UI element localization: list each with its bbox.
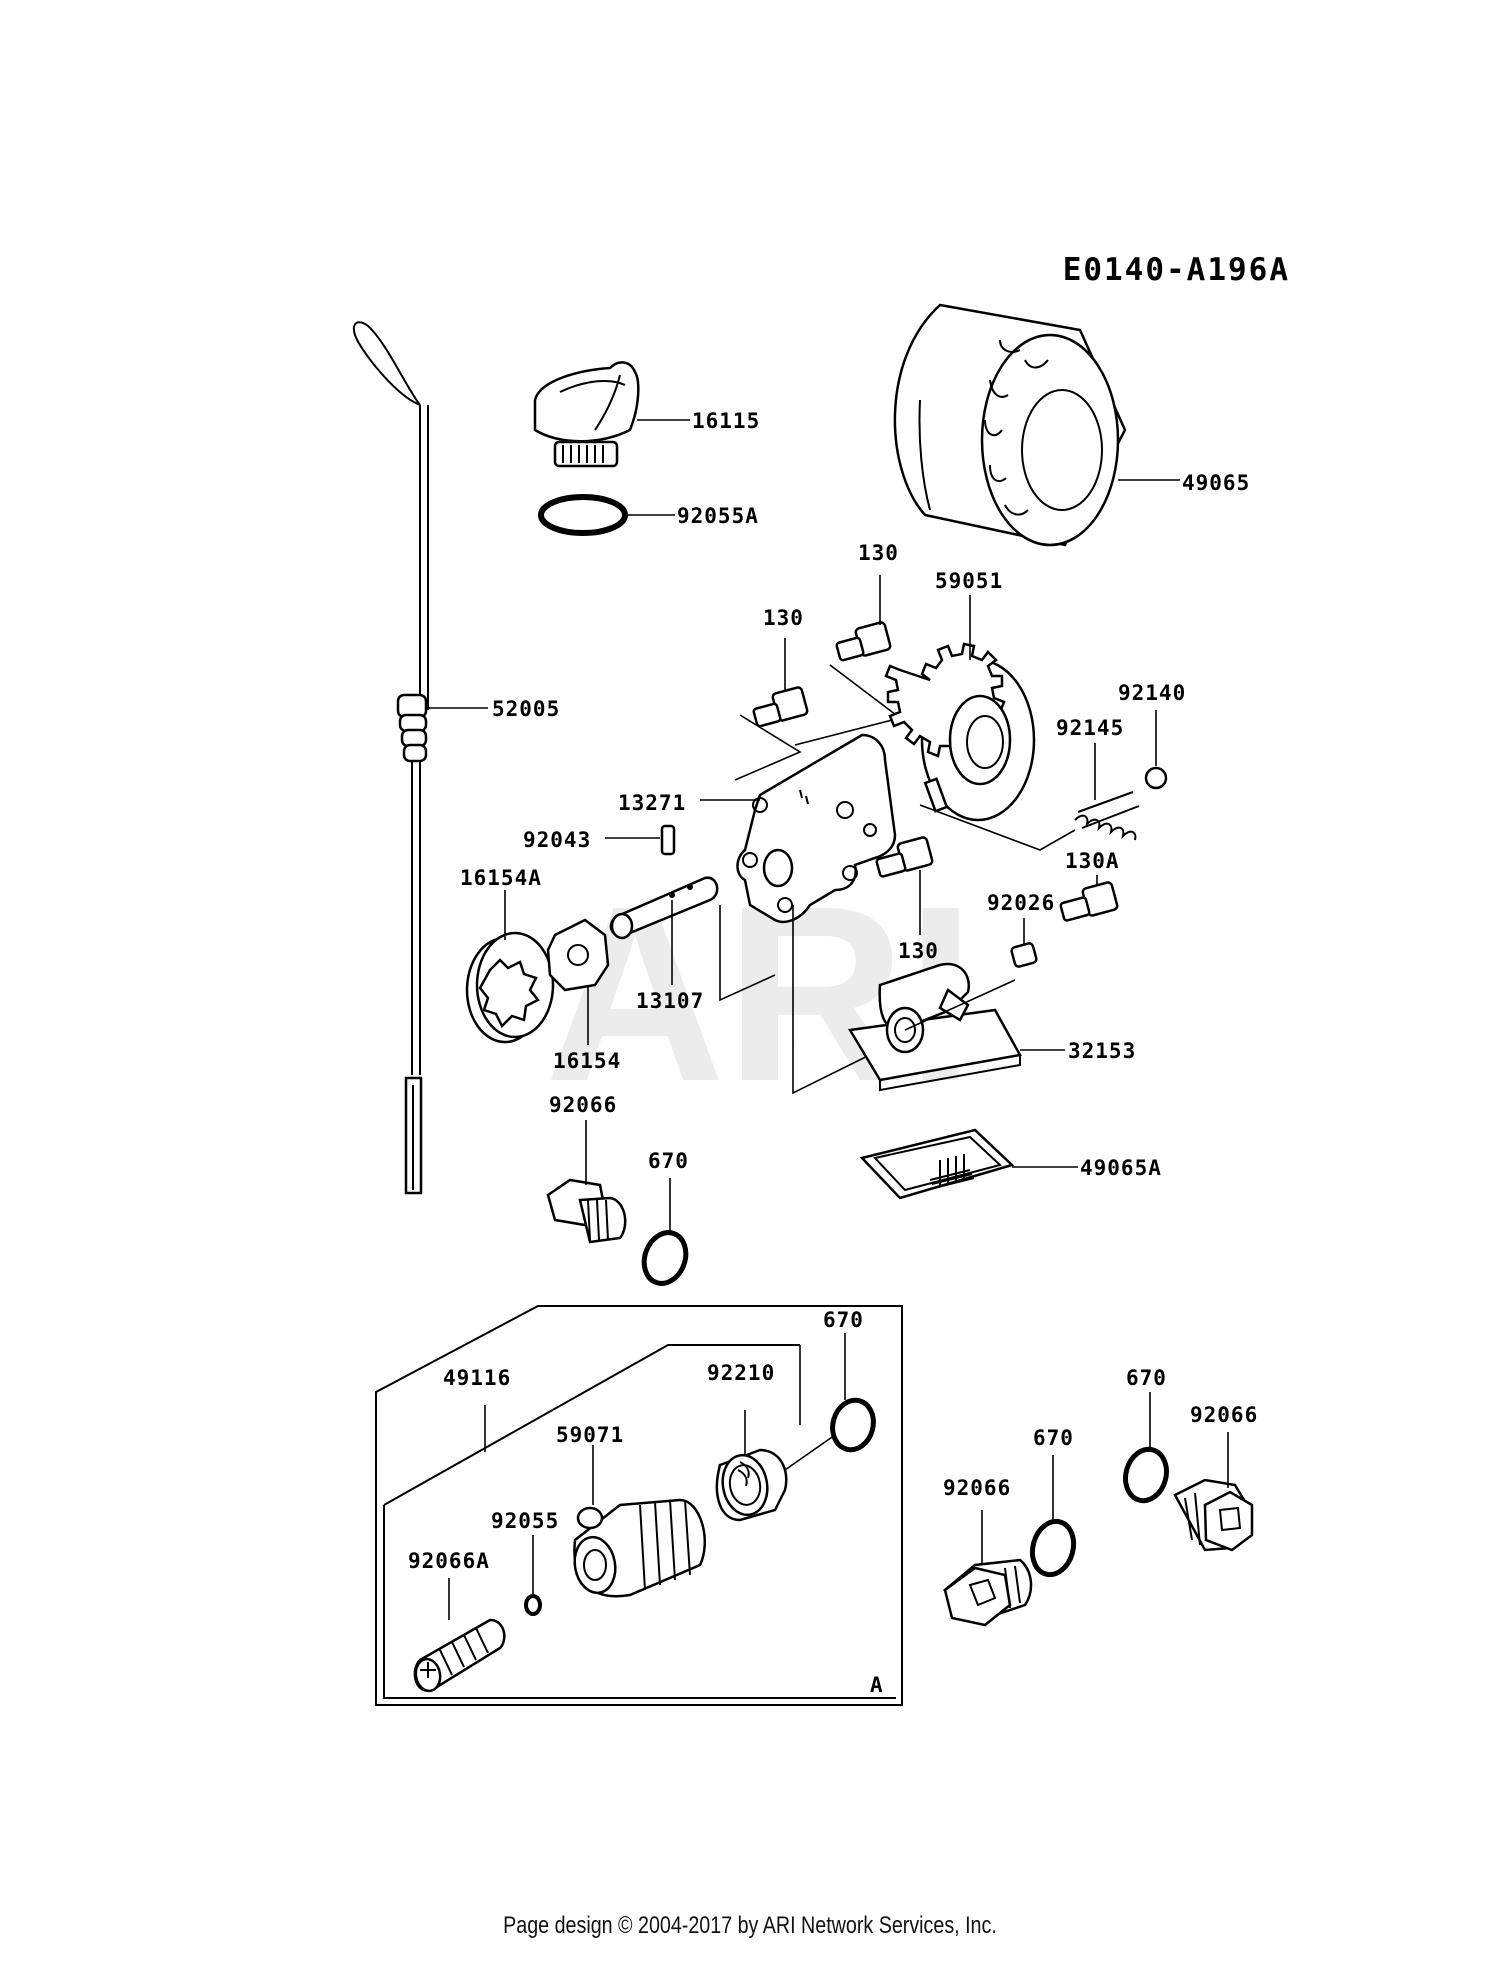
page-footer: Page design © 2004-2017 by ARI Network S… (503, 1912, 997, 1939)
label-13107: 13107 (636, 989, 704, 1013)
label-670-frame: 670 (823, 1308, 864, 1332)
label-16154A: 16154A (460, 866, 542, 890)
o-ring-670-lower-right[interactable] (1120, 1445, 1172, 1506)
assembly-frame-A: A (375, 1305, 903, 1706)
label-92145: 92145 (1056, 716, 1124, 740)
o-ring-670-upper[interactable] (637, 1227, 692, 1290)
label-49116: 49116 (443, 1366, 511, 1390)
bolt-130A[interactable] (1059, 881, 1119, 922)
label-16115: 16115 (692, 409, 760, 433)
bolt-130-top[interactable] (835, 621, 892, 662)
label-32153: 32153 (1068, 1039, 1136, 1063)
outer-rotor-16154A[interactable] (465, 931, 555, 1044)
gear-59051[interactable] (884, 642, 1036, 822)
label-52005: 52005 (492, 697, 560, 721)
label-92066-lower-right: 92066 (1190, 1403, 1258, 1427)
strainer-49065A[interactable] (859, 1128, 1015, 1200)
oil-filler-cap-16115[interactable] (533, 361, 640, 468)
pump-cover-13271[interactable] (736, 733, 897, 924)
adapter-59071[interactable] (570, 1498, 707, 1598)
dipstick-52005[interactable] (352, 321, 429, 1195)
label-670-lower-left: 670 (1033, 1426, 1074, 1450)
drain-plug-92066-lower-left[interactable] (942, 1558, 1033, 1627)
label-92210: 92210 (707, 1361, 775, 1385)
label-92066A: 92066A (408, 1549, 490, 1573)
ball-92140[interactable] (1144, 766, 1168, 790)
label-92043: 92043 (523, 828, 591, 852)
label-92066-upper: 92066 (549, 1093, 617, 1117)
o-ring-670-frame[interactable] (827, 1396, 879, 1455)
o-ring-670-lower-left[interactable] (1027, 1517, 1080, 1580)
collar-92026[interactable] (1010, 942, 1038, 968)
drain-plug-92066-lower-right[interactable] (1173, 1478, 1254, 1552)
label-59071: 59071 (556, 1423, 624, 1447)
bolt-130-mid[interactable] (752, 686, 809, 728)
label-92066-lower-left: 92066 (943, 1476, 1011, 1500)
label-13271: 13271 (618, 791, 686, 815)
label-49065A: 49065A (1080, 1156, 1162, 1180)
diagram-code: E0140-A196A (1063, 252, 1290, 288)
oil-filter-49065[interactable] (893, 303, 1127, 547)
o-ring-92055A[interactable] (538, 494, 628, 536)
label-130A: 130A (1065, 849, 1120, 873)
label-670-lower-right: 670 (1126, 1366, 1167, 1390)
spring-92145[interactable] (1074, 791, 1140, 841)
inner-rotor-16154[interactable] (546, 918, 610, 992)
label-92055: 92055 (491, 1509, 559, 1533)
label-92026: 92026 (987, 891, 1055, 915)
screen-92066A[interactable] (413, 1618, 506, 1693)
label-59051: 59051 (935, 569, 1003, 593)
label-670-upper: 670 (648, 1149, 689, 1173)
label-130-mid: 130 (763, 606, 804, 630)
bolt-130-low[interactable] (875, 836, 934, 878)
washer-92055[interactable] (524, 1594, 542, 1616)
label-92140: 92140 (1118, 681, 1186, 705)
label-130-top: 130 (858, 541, 899, 565)
label-92055A: 92055A (677, 504, 759, 528)
label-16154: 16154 (553, 1049, 621, 1073)
oil-pickup-32153[interactable] (847, 962, 1022, 1092)
label-130-low: 130 (898, 939, 939, 963)
shaft-13107[interactable] (609, 876, 719, 940)
drain-plug-92066-upper[interactable] (546, 1178, 627, 1244)
pin-92043[interactable] (660, 824, 676, 856)
label-49065: 49065 (1182, 471, 1250, 495)
frame-letter: A (870, 1673, 884, 1697)
nut-92210[interactable] (715, 1448, 788, 1522)
